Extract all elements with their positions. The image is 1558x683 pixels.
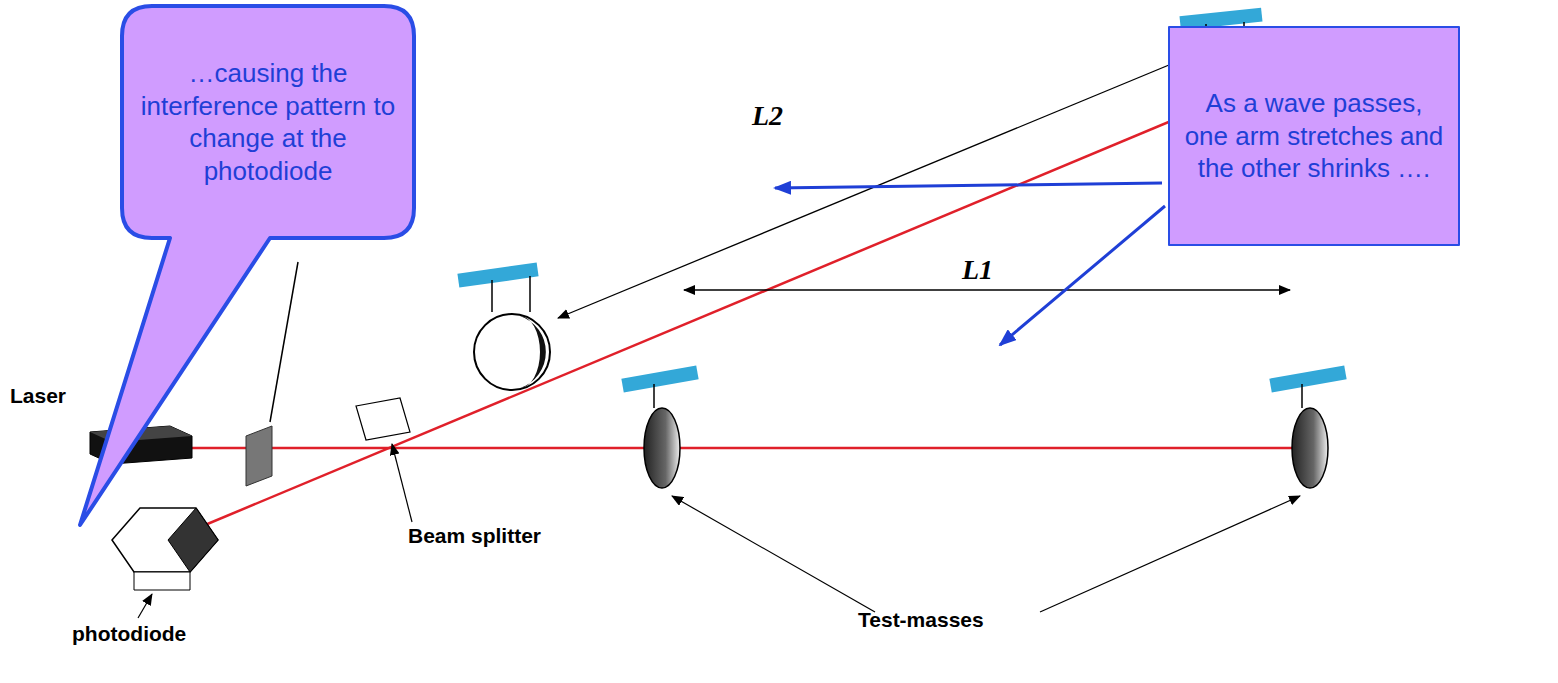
photodiode-symbol: [168, 508, 218, 572]
test-mass: [644, 408, 680, 488]
callout-text: As a wave passes, one arm stretches and …: [1184, 87, 1444, 185]
leader-line: [672, 496, 875, 612]
callout-arrow: [1000, 206, 1165, 345]
beam-splitter: [356, 398, 410, 440]
test-mass: [474, 314, 550, 390]
part-label: photodiode: [72, 622, 186, 646]
suspension-bar: [457, 263, 538, 288]
callout-box: As a wave passes, one arm stretches and …: [1168, 26, 1460, 246]
photodiode-symbol: [134, 572, 190, 590]
callout-box: …causing the interference pattern to cha…: [120, 4, 416, 240]
callout-text: …causing the interference pattern to cha…: [136, 57, 400, 187]
leader-line: [392, 444, 412, 522]
photodiode-symbol: [112, 508, 218, 572]
leader-line: [270, 262, 298, 422]
test-mass: [1292, 408, 1328, 488]
part-label: Beam splitter: [408, 524, 541, 548]
leader-line: [138, 594, 152, 618]
suspension-bar: [1269, 366, 1346, 393]
part-label: Laser: [10, 384, 66, 408]
callout-outline: [120, 4, 416, 240]
callout-arrow: [775, 183, 1162, 188]
length-arrow: [558, 48, 1210, 318]
leader-line: [1040, 496, 1300, 612]
mirror-plate: [246, 426, 272, 486]
suspension-bar: [621, 366, 698, 393]
laser-beam: [190, 447, 1300, 450]
part-label: Test-masses: [858, 608, 984, 632]
length-arrow: [684, 289, 1290, 290]
length-label: L1: [962, 254, 993, 286]
length-label: L2: [752, 100, 783, 132]
